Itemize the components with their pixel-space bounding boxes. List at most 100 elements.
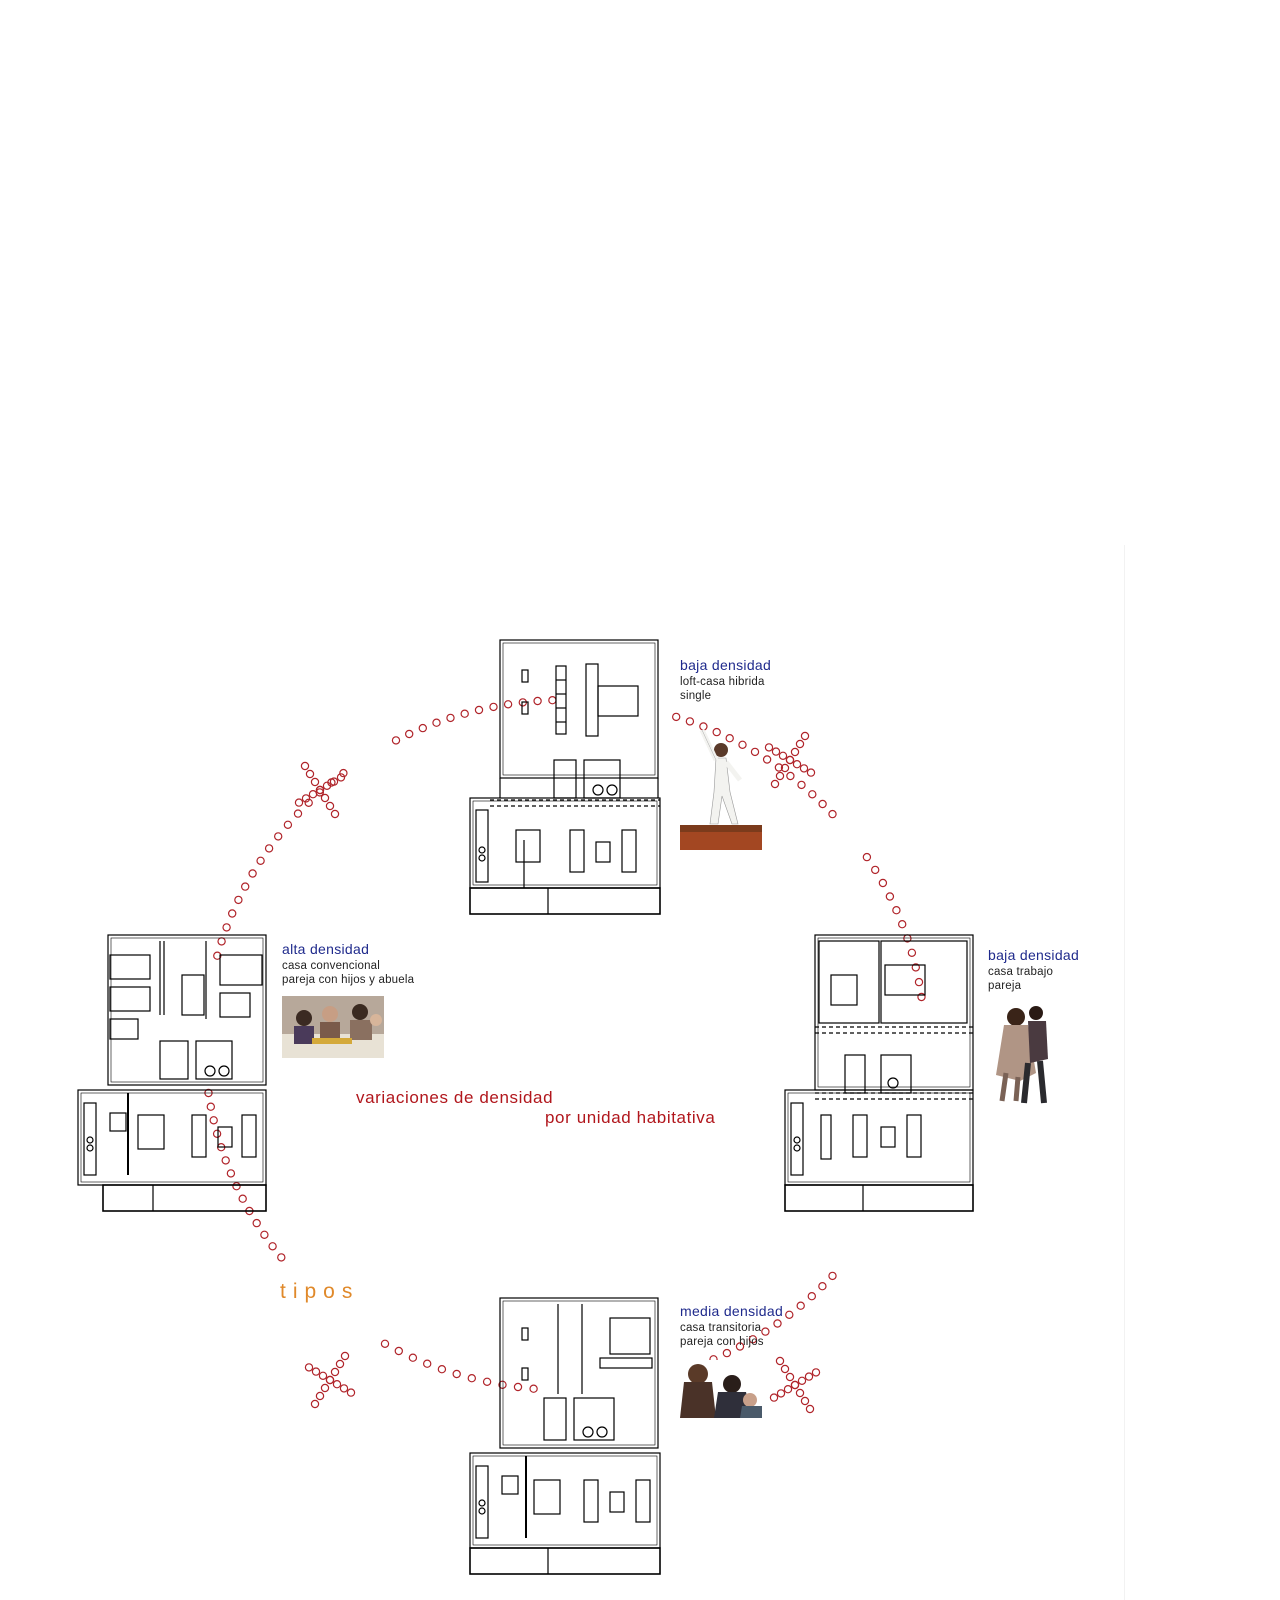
path-dot: [503, 700, 513, 709]
path-dot: [790, 747, 800, 757]
path-dot: [264, 844, 274, 853]
path-dot: [800, 1396, 810, 1406]
path-dot: [222, 923, 231, 932]
path-dot: [808, 790, 817, 799]
path-dot: [892, 906, 901, 915]
path-dot: [209, 1116, 218, 1125]
path-dot: [310, 777, 320, 787]
label-top: baja densidad loft-casa hibrida single: [680, 657, 771, 703]
path-dot: [437, 1364, 447, 1374]
path-dot: [330, 1367, 340, 1377]
path-dot: [790, 1380, 800, 1390]
label-right-sub1: casa trabajo: [988, 965, 1054, 978]
path-dot: [871, 865, 880, 875]
path-dot: [722, 1348, 732, 1358]
path-dot: [818, 1281, 827, 1291]
path-dot: [878, 878, 888, 888]
path-dot: [315, 785, 325, 795]
path-dot: [828, 1271, 837, 1281]
path-dot: [795, 1388, 805, 1398]
path-dot: [771, 747, 781, 756]
path-dot: [283, 820, 293, 830]
path-dot: [467, 1373, 476, 1383]
path-dot: [672, 712, 681, 722]
path-dot: [234, 895, 243, 905]
path-dot: [394, 1346, 403, 1356]
path-dot: [301, 794, 311, 803]
path-dot: [796, 1301, 805, 1310]
path-dot: [907, 948, 917, 958]
floor-plan-left: [77, 934, 267, 1212]
path-dot: [725, 734, 734, 743]
path-dot: [294, 798, 304, 807]
label-top-title: baja densidad: [680, 657, 772, 673]
path-dot: [780, 1364, 790, 1374]
path-dot: [775, 1356, 785, 1366]
path-dot: [300, 761, 310, 771]
path-dot: [238, 1194, 247, 1203]
path-dot: [805, 1404, 815, 1414]
path-dot: [226, 1169, 236, 1178]
label-right-title: baja densidad: [988, 947, 1080, 963]
path-dot: [315, 1391, 325, 1401]
path-dot: [804, 1372, 814, 1381]
path-dot: [548, 696, 557, 705]
path-dot: [914, 977, 924, 987]
path-dot: [320, 793, 330, 803]
path-dot: [339, 1384, 349, 1393]
path-dot: [320, 1383, 330, 1393]
path-dot: [795, 739, 805, 749]
path-dot: [277, 1253, 286, 1262]
path-dot: [460, 709, 469, 718]
path-dot: [780, 763, 790, 773]
path-dot: [418, 723, 427, 733]
path-dot: [240, 882, 250, 891]
path-dot: [325, 1375, 335, 1385]
path-dot: [529, 1384, 538, 1393]
path-dot: [340, 1351, 350, 1361]
path-dot: [405, 729, 414, 739]
path-dot: [862, 852, 872, 862]
center-title-line1: variaciones de densidad: [356, 1088, 554, 1107]
path-dot: [391, 736, 401, 745]
path-dot: [310, 1399, 320, 1409]
path-dot: [293, 809, 303, 818]
label-top-sub2: single: [680, 689, 712, 702]
path-dot: [380, 1339, 390, 1349]
path-dot: [800, 731, 810, 741]
path-dot: [489, 702, 498, 712]
path-dot: [260, 1230, 269, 1240]
label-left: alta densidad casa convencional pareja c…: [282, 941, 414, 987]
path-dot: [206, 1102, 215, 1111]
path-dot: [750, 747, 760, 757]
family-photo: [282, 996, 384, 1058]
path-dot: [482, 1377, 492, 1387]
path-dot: [335, 1359, 345, 1369]
path-dot: [783, 1384, 793, 1394]
path-dot: [807, 1291, 817, 1301]
tipos-label: tipos: [280, 1280, 360, 1303]
label-right: baja densidad casa trabajo pareja: [988, 947, 1079, 993]
label-left-sub1: casa convencional: [282, 959, 381, 972]
floor-plan-top: [469, 639, 661, 915]
label-bottom-sub2: pareja con hijos: [680, 1335, 764, 1348]
path-dot: [408, 1353, 418, 1362]
path-dot: [764, 743, 774, 752]
path-dot: [769, 1393, 779, 1402]
path-dot: [792, 760, 802, 769]
path-dot: [885, 892, 895, 901]
path-dot: [232, 1181, 241, 1191]
path-dot: [452, 1369, 461, 1379]
path-dot: [533, 696, 542, 706]
floor-plan-right: [784, 934, 974, 1212]
path-dot: [332, 1379, 342, 1389]
path-dot: [322, 781, 332, 791]
path-dot: [911, 963, 921, 972]
path-dot: [423, 1359, 432, 1368]
couple-photo: [996, 1006, 1048, 1104]
path-dot: [318, 1371, 328, 1381]
path-dot: [685, 717, 695, 726]
path-dot: [498, 1380, 507, 1390]
path-dot: [339, 768, 348, 778]
